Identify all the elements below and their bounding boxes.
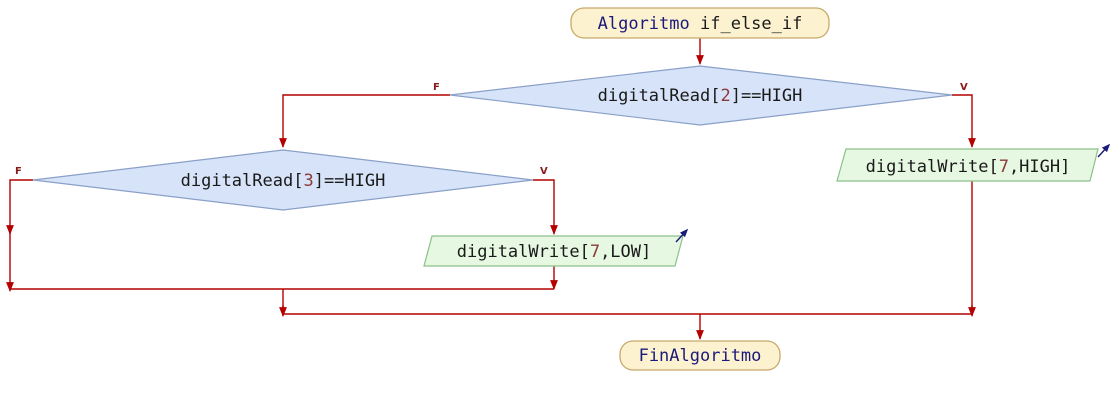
decision-1-label-arg: 2 — [720, 86, 730, 106]
decision-2-label: digitalRead[3]==HIGH — [181, 171, 386, 191]
edge-decision2-false — [9, 179, 33, 289]
decision-1[interactable]: digitalRead[2]==HIGH V F — [433, 65, 968, 126]
end-node[interactable]: FinAlgoritmo — [619, 340, 781, 371]
output-write-high-label: digitalWrite[7,HIGH] — [866, 157, 1071, 177]
edges — [6, 38, 976, 340]
output-write-low[interactable]: digitalWrite[7,LOW] — [423, 228, 689, 267]
decision-2-shape — [32, 149, 534, 211]
output-write-low-label: digitalWrite[7,LOW] — [457, 242, 652, 262]
start-node-shape — [570, 7, 830, 39]
decision-2-label-post: ]==HIGH — [314, 171, 386, 191]
output-write-high-label-arg: 7 — [999, 157, 1009, 177]
output-write-low-label-arg: 7 — [590, 242, 600, 262]
output-write-high-label-post: ,HIGH] — [1009, 157, 1070, 177]
start-node[interactable]: Algoritmo if_else_if — [570, 7, 830, 39]
decision-1-false-flag: F — [433, 82, 440, 93]
output-write-low-label-post: ,LOW] — [600, 242, 651, 262]
edge-decision1-true — [952, 94, 976, 148]
output-write-high-label-pre: digitalWrite[ — [866, 157, 999, 177]
start-keyword: Algoritmo — [598, 14, 690, 34]
decision-2-false-flag: F — [15, 166, 22, 177]
start-node-label: Algoritmo if_else_if — [598, 14, 803, 34]
output-write-high[interactable]: digitalWrite[7,HIGH] — [836, 143, 1111, 182]
output-arrow-icon — [1097, 143, 1111, 158]
edge-decision2-true — [533, 179, 558, 235]
decision-1-shape — [449, 65, 953, 126]
output-arrow-icon — [675, 228, 689, 243]
output-write-low-shape — [423, 235, 684, 267]
decision-1-label: digitalRead[2]==HIGH — [598, 86, 803, 106]
end-node-label: FinAlgoritmo — [639, 346, 762, 366]
start-algorithm-name: if_else_if — [700, 14, 802, 34]
decision-2-label-arg: 3 — [303, 171, 313, 191]
decision-2-label-pre: digitalRead[ — [181, 171, 304, 191]
output-write-high-shape — [836, 148, 1099, 182]
decision-2[interactable]: digitalRead[3]==HIGH V F — [15, 149, 548, 211]
decision-1-label-post: ]==HIGH — [731, 86, 803, 106]
output-write-low-label-pre: digitalWrite[ — [457, 242, 590, 262]
decision-2-true-flag: V — [540, 166, 548, 177]
decision-1-label-pre: digitalRead[ — [598, 86, 721, 106]
edge-decision1-false — [279, 94, 450, 148]
end-node-shape — [619, 340, 781, 371]
decision-1-true-flag: V — [960, 82, 968, 93]
